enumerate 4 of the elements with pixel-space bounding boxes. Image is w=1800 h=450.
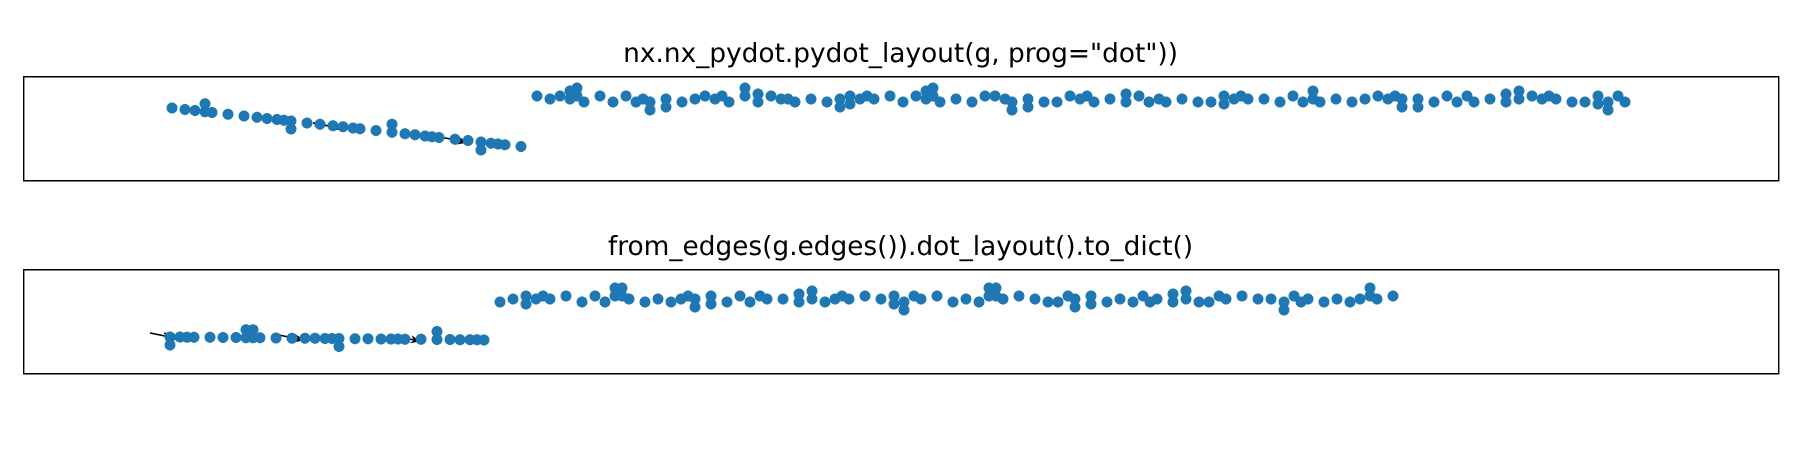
node-label: nx.nx_pydot.pydot_layout(g, prog="dot")) <box>625 41 1176 69</box>
node-label: from_edges(g.edges()).dot_layout().to_dict() <box>608 234 1191 262</box>
plot-panel: nx.nx_pydot.pydot_layout(g, prog="dot")) <box>23 42 1780 182</box>
plot-panel: from_edges(g.edges()).dot_layout().to_dict() <box>23 235 1780 375</box>
